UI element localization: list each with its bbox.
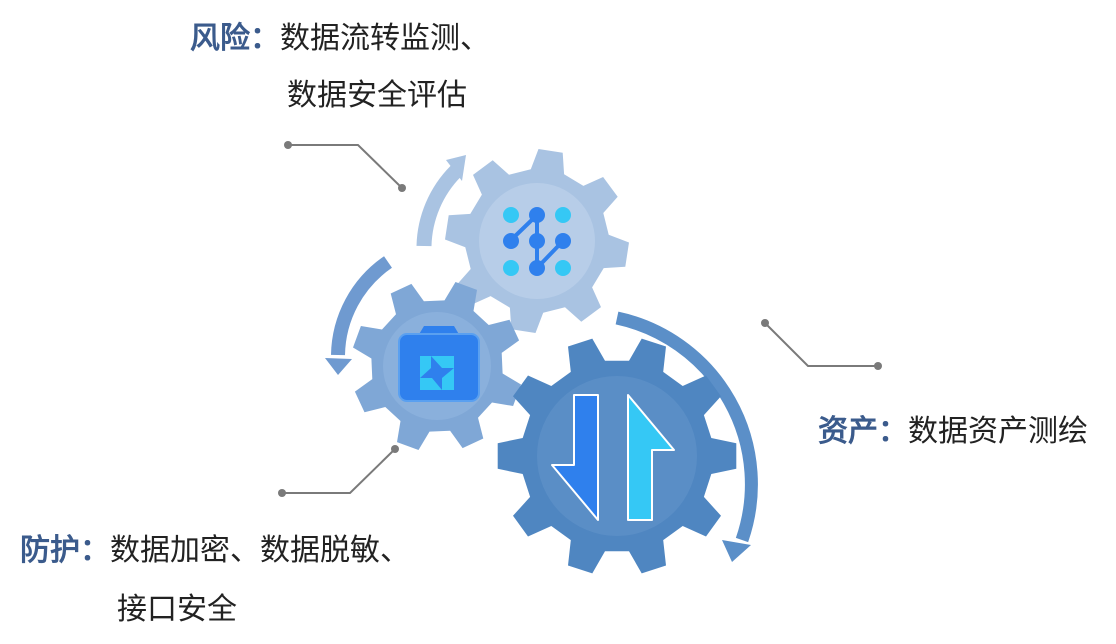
risk-line2: 数据安全评估: [287, 78, 467, 113]
risk-heading: 风险：: [190, 21, 280, 56]
protect-line1: 数据加密、数据脱敏、: [110, 533, 410, 568]
risk-line1: 数据流转监测、: [280, 21, 490, 56]
risk-label: 风险：数据流转监测、: [190, 24, 490, 54]
protect-heading: 防护：: [20, 533, 110, 568]
risk-line2-wrap: 数据安全评估: [287, 81, 467, 111]
network-nodes-icon: [503, 207, 571, 276]
protect-line2-wrap: 接口安全: [117, 595, 237, 625]
arrow-asset-loop: [615, 311, 758, 562]
leader-risk: [284, 141, 406, 192]
protect-label: 防护：数据加密、数据脱敏、: [20, 536, 410, 566]
camera-shutter-icon: [398, 326, 480, 402]
asset-label: 资产：数据资产测绘: [818, 417, 1088, 447]
leader-asset: [761, 319, 882, 370]
leader-protect: [278, 445, 399, 497]
asset-heading: 资产：: [818, 414, 908, 449]
gear-asset-hub: [537, 376, 697, 536]
arrow-protect-loop: [325, 256, 393, 375]
arrow-risk-loop: [416, 155, 466, 247]
transfer-arrows-icon: [551, 394, 675, 521]
gear-asset: [497, 338, 737, 574]
protect-line2: 接口安全: [117, 592, 237, 627]
asset-line1: 数据资产测绘: [908, 414, 1088, 449]
